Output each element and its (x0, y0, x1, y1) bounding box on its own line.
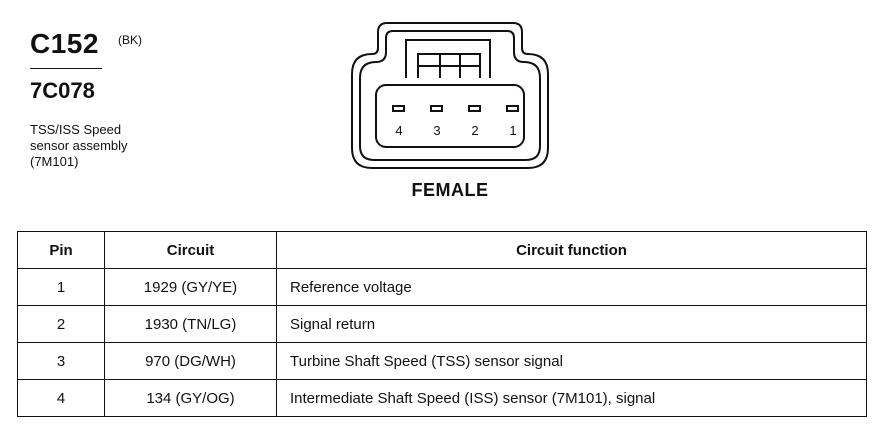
function-cell: Reference voltage (276, 268, 867, 306)
connector-outer-housing (351, 22, 549, 169)
function-cell: Turbine Shaft Speed (TSS) sensor signal (276, 342, 867, 380)
description-line: (7M101) (30, 154, 79, 169)
connector-id: C152 (30, 28, 99, 59)
pin-number-label: 1 (509, 123, 516, 138)
connector-face-diagram: 4 3 2 1 (351, 22, 549, 169)
pin-number-label: 3 (433, 123, 440, 138)
pin-cell: 2 (17, 305, 105, 343)
component-description: TSS/ISS Speed sensor assembly (7M101) (30, 122, 128, 170)
table-row: 4 134 (GY/OG) Intermediate Shaft Speed (… (17, 379, 867, 417)
table-row: 2 1930 (TN/LG) Signal return (17, 305, 867, 343)
table-row: 3 970 (DG/WH) Turbine Shaft Speed (TSS) … (17, 342, 867, 380)
header-pin: Pin (17, 231, 105, 269)
connector-view-label: FEMALE (411, 180, 489, 200)
circuit-cell: 134 (GY/OG) (104, 379, 277, 417)
connector-id-underline (30, 68, 102, 69)
circuit-cell: 1930 (TN/LG) (104, 305, 277, 343)
pin-cavity-block (375, 84, 525, 148)
function-cell: Intermediate Shaft Speed (ISS) sensor (7… (276, 379, 867, 417)
connector-color-code: (BK) (118, 33, 142, 47)
header-circuit-function: Circuit function (276, 231, 867, 269)
connector-inner-housing (359, 30, 541, 161)
table-header-row: Pin Circuit Circuit function (17, 231, 867, 269)
latch-frame (405, 39, 491, 78)
pin-number-label: 4 (395, 123, 402, 138)
pin-cell: 4 (17, 379, 105, 417)
description-line: TSS/ISS Speed (30, 122, 122, 137)
description-line: sensor assembly (30, 138, 128, 153)
pin-number-label: 2 (471, 123, 478, 138)
pin-cell: 3 (17, 342, 105, 380)
pinout-table: Pin Circuit Circuit function 1 1929 (GY/… (17, 231, 867, 417)
circuit-cell: 970 (DG/WH) (104, 342, 277, 380)
header-circuit: Circuit (104, 231, 277, 269)
circuit-cell: 1929 (GY/YE) (104, 268, 277, 306)
pin-cell: 1 (17, 268, 105, 306)
part-number: 7C078 (30, 78, 95, 103)
function-cell: Signal return (276, 305, 867, 343)
table-row: 1 1929 (GY/YE) Reference voltage (17, 268, 867, 306)
